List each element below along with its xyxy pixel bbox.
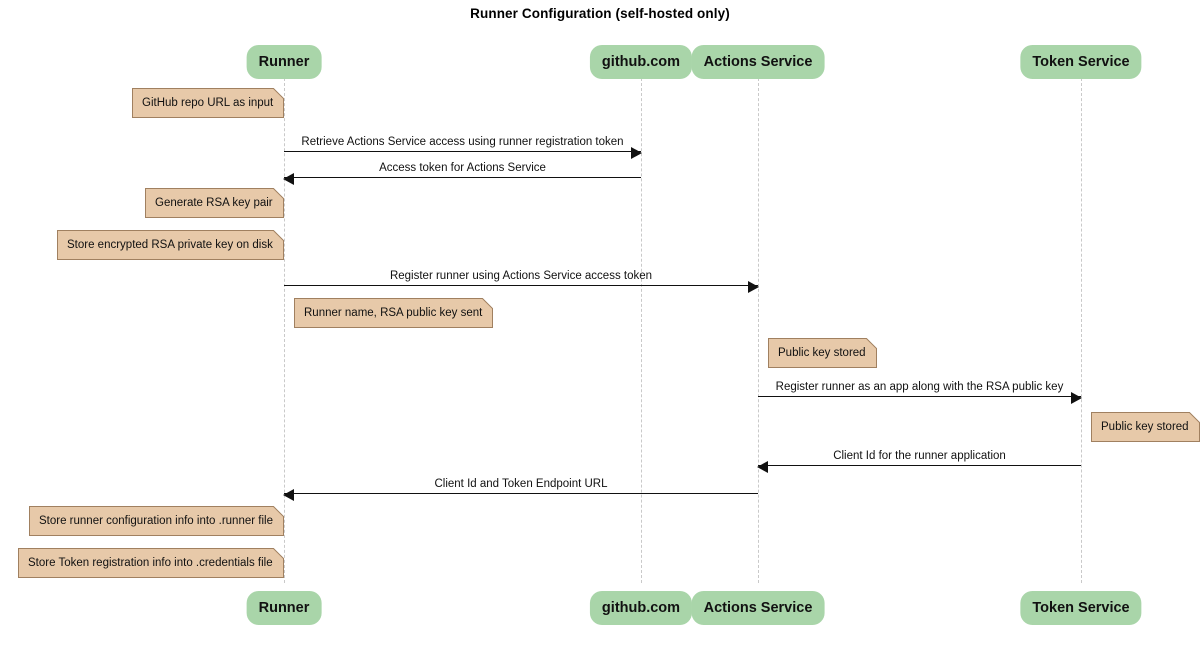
arrowhead-icon [748, 280, 759, 298]
participant-actions-top[interactable]: Actions Service [691, 45, 825, 79]
note-6: Public key stored [1091, 412, 1200, 442]
arrowhead-icon [283, 488, 294, 506]
note-8: Store Token registration info into .cred… [18, 548, 284, 578]
arrowhead-icon [283, 172, 294, 190]
participant-runner-bottom[interactable]: Runner [246, 591, 322, 625]
message-line [284, 151, 641, 152]
note-fold-corner-icon [482, 298, 494, 309]
message-line [758, 396, 1081, 397]
message-line [284, 285, 758, 286]
participant-actions-bottom[interactable]: Actions Service [691, 591, 825, 625]
note-2: Generate RSA key pair [145, 188, 284, 218]
arrowhead-icon [1071, 391, 1082, 409]
note-fold-corner-icon [272, 548, 284, 559]
note-5: Public key stored [768, 338, 877, 368]
participant-token-bottom[interactable]: Token Service [1020, 591, 1142, 625]
message-label: Register runner using Actions Service ac… [389, 270, 653, 282]
note-4: Runner name, RSA public key sent [294, 298, 494, 328]
message-label: Access token for Actions Service [379, 162, 546, 174]
message-line [758, 465, 1081, 466]
message-label: Client Id for the runner application [833, 450, 1006, 462]
participant-github-bottom[interactable]: github.com [589, 591, 693, 625]
message-label: Client Id and Token Endpoint URL [434, 478, 608, 490]
arrowhead-icon [631, 146, 642, 164]
lifeline-token [1081, 78, 1082, 583]
lifeline-runner [284, 78, 285, 583]
message-line [284, 493, 758, 494]
participant-runner-top[interactable]: Runner [246, 45, 322, 79]
note-fold-corner-icon [272, 188, 284, 199]
lifeline-actions [758, 78, 759, 583]
note-fold-corner-icon [1188, 412, 1200, 423]
note-3: Store encrypted RSA private key on disk [57, 230, 284, 260]
note-7: Store runner configuration info into .ru… [29, 506, 284, 536]
diagram-title: Runner Configuration (self-hosted only) [470, 6, 730, 21]
message-line [284, 177, 641, 178]
note-fold-corner-icon [273, 88, 285, 99]
note-fold-corner-icon [865, 338, 877, 349]
participant-github-top[interactable]: github.com [589, 45, 693, 79]
lifeline-github [641, 78, 642, 583]
arrowhead-icon [757, 460, 768, 478]
participant-token-top[interactable]: Token Service [1020, 45, 1142, 79]
note-fold-corner-icon [272, 230, 284, 241]
note-fold-corner-icon [272, 506, 284, 517]
note-1: GitHub repo URL as input [132, 88, 285, 118]
message-label: Retrieve Actions Service access using ru… [301, 136, 624, 148]
message-label: Register runner as an app along with the… [775, 381, 1064, 393]
